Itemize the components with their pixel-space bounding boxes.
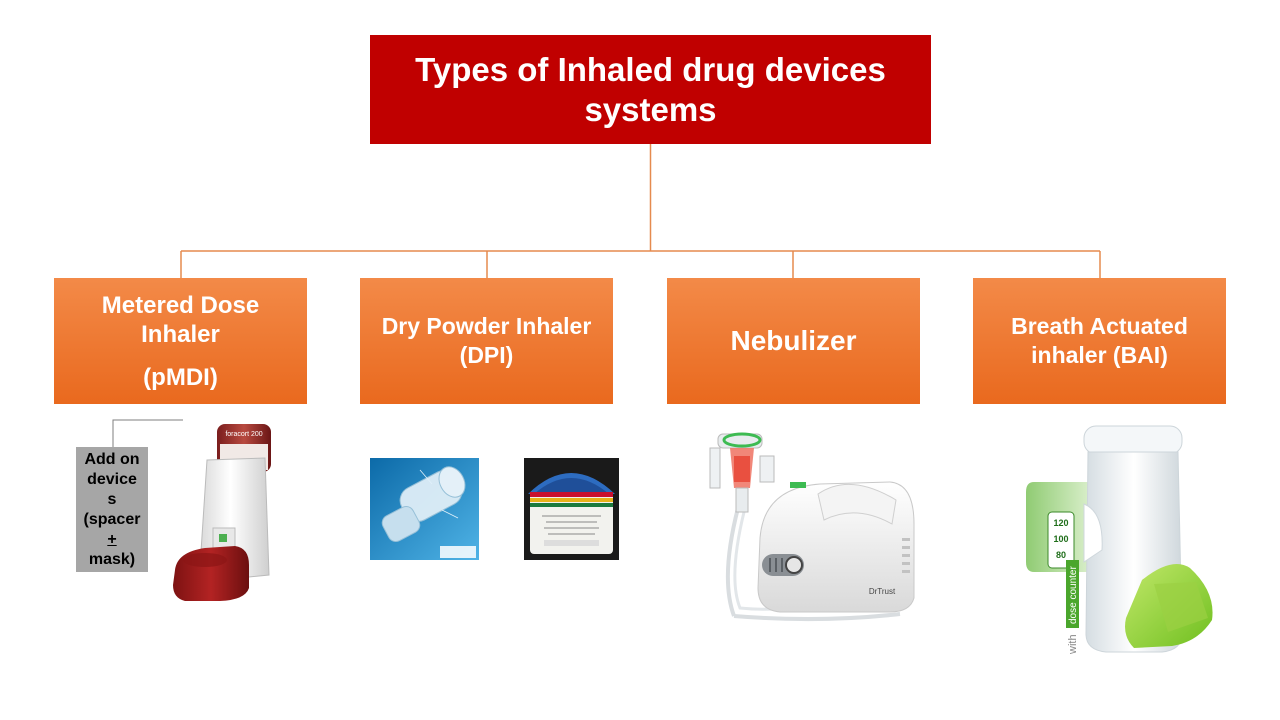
addon-line-4: (spacer [83,510,141,528]
addon-line-6: mask) [88,550,136,568]
addon-line-1: Add on [84,450,140,468]
category-bai-line-1: Breath Actuated [1011,313,1188,339]
addon-line-3: s [107,490,117,508]
dpi-device-image-2 [524,458,619,560]
category-nebulizer-line-1: Nebulizer [730,325,857,356]
dose-counter-caption-with: with [1067,634,1079,655]
pmdi-inhaler-image: foracort 200 [173,424,271,601]
category-pmdi-line-3: (pMDI) [143,363,218,391]
diagram-title: Types of Inhaled drug devices systems [370,35,931,144]
category-bai-line-2: inhaler (BAI) [1031,342,1168,368]
title-line-2: systems [584,90,717,128]
addon-connector [112,419,183,447]
nebulizer-brand-label: DrTrust [869,587,896,596]
category-pmdi: Metered Dose Inhaler (pMDI) [54,278,307,404]
category-bai: Breath Actuated inhaler (BAI) [973,278,1226,404]
category-pmdi-line-2: Inhaler [141,320,220,348]
dpi-device-image-1 [370,458,479,560]
bai-inhaler-image: 120 100 80 with dose counter [1026,425,1213,655]
addon-devices-label: Add on device s (spacer + mask) [76,447,148,572]
inhaler-can-label: foracort 200 [225,431,262,438]
addon-line-5: + [107,530,117,548]
addon-line-2: device [87,470,137,488]
category-dpi-line-2: (DPI) [459,342,514,368]
category-pmdi-line-1: Metered Dose [101,291,260,319]
category-nebulizer: Nebulizer [667,278,920,404]
dose-counter-caption: dose counter [1068,566,1079,624]
dose-count-80: 80 [1056,550,1066,560]
dose-count-100: 100 [1053,534,1068,544]
dose-count-120: 120 [1053,518,1068,528]
title-line-1: Types of Inhaled drug devices [415,50,886,88]
category-dpi: Dry Powder Inhaler (DPI) [360,278,613,404]
category-dpi-line-1: Dry Powder Inhaler [381,313,592,339]
nebulizer-image: DrTrust [709,432,915,622]
